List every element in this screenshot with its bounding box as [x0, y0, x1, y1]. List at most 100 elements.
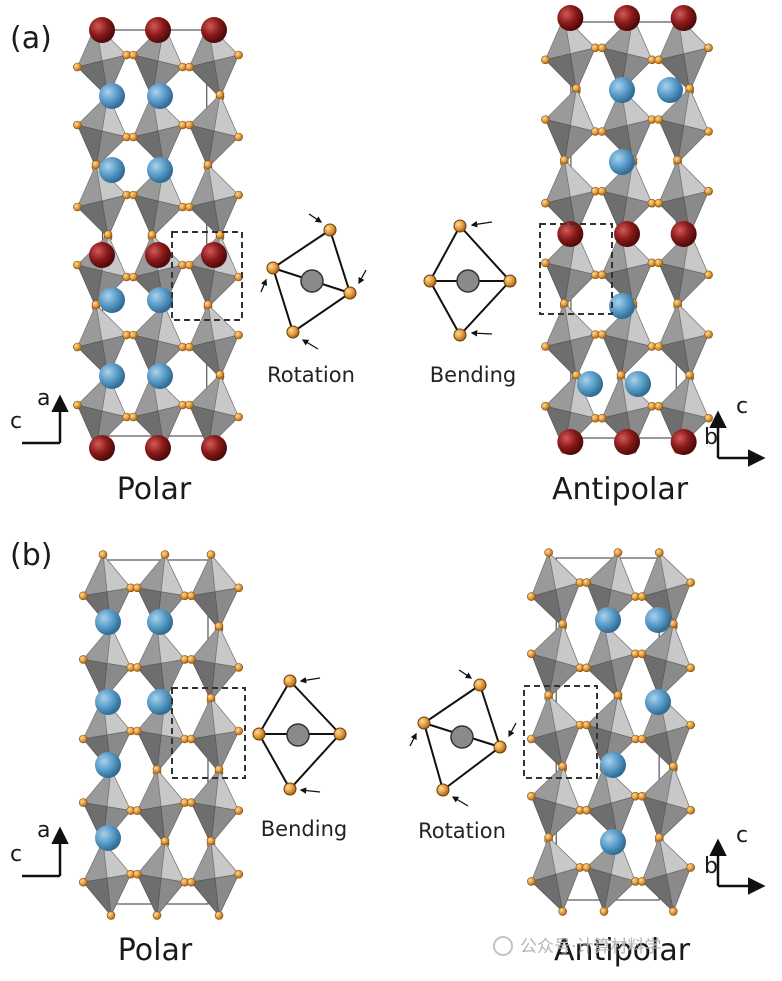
oxygen-atom: [78, 591, 88, 601]
a-site-atom: [95, 752, 121, 778]
oxygen-atom: [637, 734, 647, 744]
a-site-atom: [99, 83, 125, 109]
oxygen-atom: [132, 583, 142, 593]
octahedron-face: [82, 553, 108, 597]
octahedron-face: [210, 806, 240, 846]
highlight-box: [171, 687, 246, 779]
oxygen-atom: [637, 877, 647, 886]
oxygen-atom: [186, 877, 196, 887]
octahedron-face: [190, 658, 216, 703]
axis-label: b: [704, 854, 718, 879]
octahedron-face: [76, 340, 109, 379]
oxygen-atom: [206, 693, 216, 703]
oxygen-atom: [544, 548, 553, 557]
octahedron-face: [76, 264, 103, 309]
oxygen-atom: [234, 330, 243, 340]
oxygen-atom: [654, 258, 664, 268]
axis-label: c: [10, 842, 22, 867]
oxygen-atom: [541, 258, 550, 268]
oxygen-atom: [73, 260, 82, 270]
a-site-atom: [147, 157, 173, 183]
octahedron-face: [530, 873, 564, 913]
a-site-atom: [670, 5, 697, 31]
octahedron-face: [190, 802, 216, 846]
oxygen-atom: [234, 806, 244, 815]
octahedron-face: [188, 200, 221, 239]
a-site-atom: [201, 435, 227, 461]
oxygen-atom: [613, 548, 623, 557]
oxygen-atom: [234, 132, 243, 142]
oxygen-atom: [597, 43, 607, 53]
octahedron-schematic-rotation: [260, 213, 367, 350]
octahedron-face: [601, 333, 628, 380]
axis-label: a: [37, 818, 50, 843]
oxygen-atom: [669, 761, 678, 771]
octahedron-face: [156, 768, 186, 808]
a-site-atom: [201, 17, 227, 43]
octahedron-face: [641, 795, 667, 842]
oxygen-atom: [558, 907, 567, 916]
oxygen-atom: [186, 734, 196, 744]
oxygen-atom: [654, 55, 664, 65]
mode-label: Rotation: [418, 819, 506, 843]
oxygen-atom: [203, 160, 213, 169]
a-site-atom: [600, 752, 626, 778]
octahedron-face: [82, 877, 112, 917]
a-site-atom: [670, 221, 697, 247]
a-site-atom: [99, 287, 125, 313]
octahedron-schematic-rotation: [409, 669, 517, 807]
octahedron-face: [188, 264, 215, 309]
oxygen-atom: [597, 413, 607, 423]
oxygen-atom: [685, 83, 694, 93]
oxygen-atom: [234, 869, 244, 879]
oxygen-atom: [152, 911, 162, 920]
oxygen-atom: [541, 401, 550, 411]
oxygen-atom: [560, 155, 569, 165]
a-site-atom: [609, 149, 635, 175]
a-site-atom: [645, 607, 671, 633]
oxygen-atom: [132, 869, 142, 879]
octahedron-face: [544, 53, 577, 93]
axis-indicator: c b: [704, 823, 766, 895]
octahedron-face: [658, 118, 685, 165]
oxygen-atom: [686, 663, 695, 673]
octahedron-face: [190, 696, 216, 740]
a-site-atom: [147, 689, 173, 715]
a-site-atom: [147, 609, 173, 635]
a-site-atom: [99, 363, 125, 389]
oxygen-atom: [185, 202, 194, 212]
octahedron-face: [210, 553, 240, 593]
a-site-atom: [147, 83, 173, 109]
a-site-atom: [89, 17, 115, 43]
oxygen-atom: [234, 190, 243, 200]
oxygen-atom: [186, 655, 196, 664]
oxygen-atom: [597, 186, 607, 196]
octahedron-face: [76, 200, 109, 239]
axis-label: c: [10, 409, 22, 434]
a-site-atom: [147, 287, 173, 313]
panel-a: (a) Rotation: [10, 5, 766, 507]
octahedron-schematic-bending: [252, 674, 347, 796]
oxygen-atom: [185, 342, 194, 352]
oxygen-atom: [527, 877, 536, 886]
octahedron-face: [136, 767, 162, 812]
oxygen-atom: [129, 330, 138, 340]
oxygen-atom: [160, 550, 170, 559]
octahedron-face: [190, 624, 220, 664]
oxygen-atom: [186, 591, 196, 601]
a-site-atom: [577, 371, 603, 397]
oxygen-atom: [234, 663, 244, 672]
octahedron-face: [136, 730, 162, 774]
oxygen-atom: [704, 330, 713, 339]
oxygen-atom: [152, 765, 162, 774]
oxygen-atom: [214, 621, 224, 631]
octahedron-face: [210, 696, 240, 736]
oxygen-atom: [132, 663, 142, 672]
oxygen-atom: [234, 726, 244, 736]
watermark: 公众号·计算材料学: [493, 936, 661, 957]
a-site-atom: [95, 825, 121, 851]
oxygen-atom: [637, 649, 647, 659]
crystal-structure-antipolar: [541, 5, 713, 455]
octahedron-face: [188, 340, 221, 379]
oxygen-atom: [186, 798, 196, 807]
